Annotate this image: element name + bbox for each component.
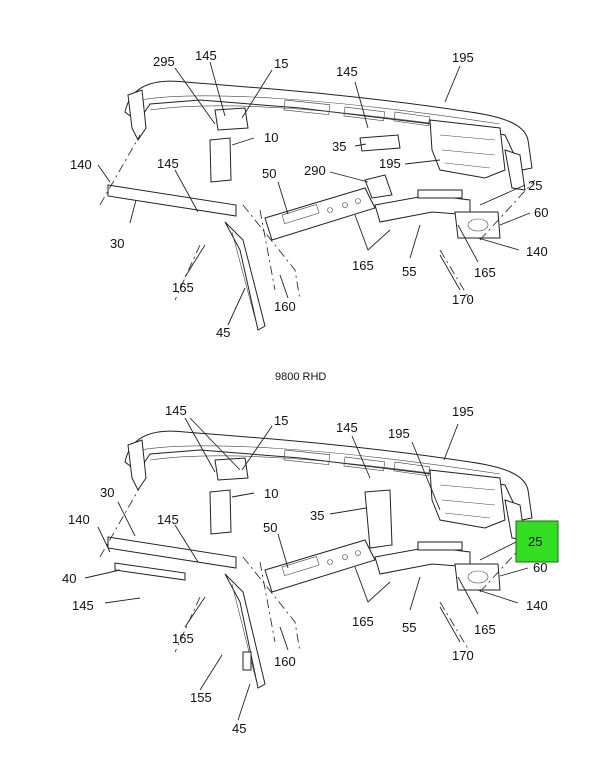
- callout-50: 50: [262, 166, 276, 181]
- callout-165: 165: [172, 631, 194, 646]
- callout-145: 145: [157, 156, 179, 171]
- callout-145: 145: [72, 598, 94, 613]
- callout-140: 140: [70, 157, 92, 172]
- bottom-leaders: [84, 417, 529, 721]
- strip-30: [107, 184, 237, 217]
- callout-10: 10: [264, 486, 278, 501]
- plate-35: [364, 489, 393, 549]
- callout-15: 15: [274, 413, 288, 428]
- callout-165: 165: [352, 614, 374, 629]
- callout-50: 50: [263, 520, 277, 535]
- callout-30: 30: [100, 485, 114, 500]
- bracket-55: [374, 541, 471, 575]
- callout-295: 295: [153, 54, 175, 69]
- callout-170: 170: [452, 648, 474, 663]
- panel-45: [224, 573, 266, 689]
- dashboard-panel: [124, 430, 533, 541]
- callout-145: 145: [165, 403, 187, 418]
- callout-140: 140: [526, 598, 548, 613]
- plate-35: [359, 134, 401, 152]
- top-callouts: 295 145 15 145 195 10 35 195 140 145 50 …: [70, 48, 548, 340]
- callout-165: 165: [474, 265, 496, 280]
- callout-195: 195: [388, 426, 410, 441]
- top-leaders: [97, 61, 531, 326]
- callout-40: 40: [62, 571, 76, 586]
- callout-165: 165: [172, 280, 194, 295]
- highlight-callout-25[interactable]: 25: [515, 520, 559, 563]
- callout-165: 165: [352, 258, 374, 273]
- callout-45: 45: [232, 721, 246, 736]
- callout-145: 145: [157, 512, 179, 527]
- bracket-10: [209, 489, 232, 535]
- diagram-caption: 9800 RHD: [275, 371, 326, 383]
- speaker-60: [454, 211, 501, 239]
- callout-30: 30: [110, 236, 124, 251]
- bottom-callouts: 145 15 145 195 195 10 30 35 140 145 50 6…: [62, 403, 548, 736]
- callout-290: 290: [304, 163, 326, 178]
- callout-145: 145: [195, 48, 217, 63]
- callout-10: 10: [264, 130, 278, 145]
- callout-35: 35: [310, 508, 324, 523]
- clip-290: [364, 174, 393, 199]
- callout-145: 145: [336, 420, 358, 435]
- bottom-illustration: 25 145 15 145 195 195 10 30 35 140 145 5…: [62, 403, 559, 736]
- callout-155: 155: [190, 690, 212, 705]
- callout-60: 60: [533, 560, 547, 575]
- callout-160: 160: [274, 654, 296, 669]
- callout-45: 45: [216, 325, 230, 340]
- strip-30: [107, 536, 237, 569]
- callout-160: 160: [274, 299, 296, 314]
- callout-170: 170: [452, 292, 474, 307]
- panel-50: [264, 187, 376, 241]
- strip-40: [114, 562, 186, 581]
- callout-35: 35: [332, 139, 346, 154]
- dashboard-panel: [124, 80, 533, 191]
- highlight-label[interactable]: 25: [528, 534, 542, 549]
- callout-60: 60: [534, 205, 548, 220]
- callout-145: 145: [336, 64, 358, 79]
- callout-15: 15: [274, 56, 288, 71]
- panel-50: [264, 539, 376, 593]
- panel-45: [224, 221, 266, 331]
- speaker-60: [454, 563, 501, 591]
- callout-165: 165: [474, 622, 496, 637]
- highlight-box[interactable]: [515, 520, 559, 563]
- callout-55: 55: [402, 264, 416, 279]
- top-illustration: 295 145 15 145 195 10 35 195 140 145 50 …: [70, 48, 548, 340]
- callout-140: 140: [526, 244, 548, 259]
- callout-195: 195: [452, 404, 474, 419]
- callout-55: 55: [402, 620, 416, 635]
- bracket-10: [209, 137, 232, 183]
- callout-25: 25: [528, 178, 542, 193]
- callout-140: 140: [68, 512, 90, 527]
- callout-195: 195: [452, 50, 474, 65]
- callout-195: 195: [379, 156, 401, 171]
